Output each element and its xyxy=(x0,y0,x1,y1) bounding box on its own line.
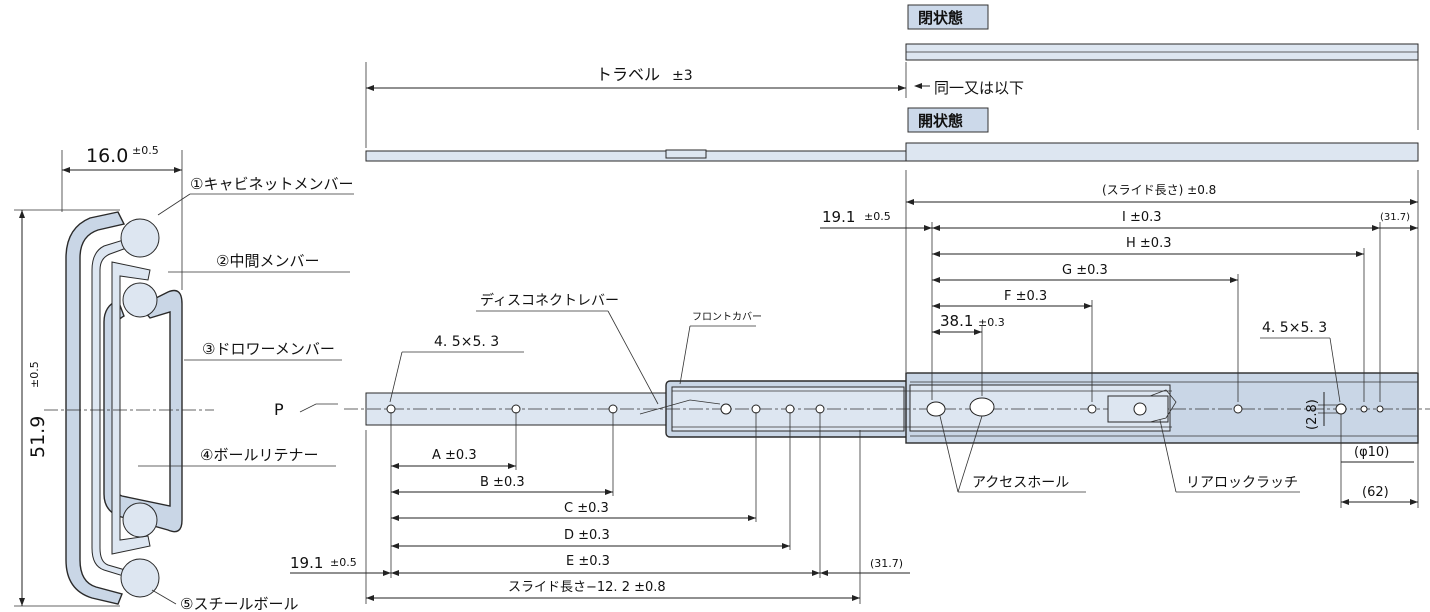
dim-dia: (φ10) xyxy=(1354,445,1389,460)
section-width-tol: ±0.5 xyxy=(132,144,159,157)
steel-ball xyxy=(122,502,158,538)
mount-hole xyxy=(1087,404,1097,414)
steel-ball xyxy=(120,558,160,598)
steel-ball xyxy=(122,282,158,318)
mount-hole xyxy=(785,404,795,414)
mount-hole xyxy=(815,404,825,414)
slot-right-callout: 4. 5×5. 3 xyxy=(1262,320,1327,336)
slot-left-callout: 4. 5×5. 3 xyxy=(434,334,499,350)
dim-a: A ±0.3 xyxy=(432,448,477,463)
dim-f: F ±0.3 xyxy=(1004,289,1047,304)
dim-i: I ±0.3 xyxy=(1122,210,1162,225)
open-state-label: 開状態 xyxy=(918,112,963,130)
dim-d: D ±0.3 xyxy=(564,528,610,543)
mount-hole xyxy=(1376,405,1384,413)
closed-state-box xyxy=(907,4,989,30)
open-slide-extension xyxy=(365,150,911,162)
mount-hole xyxy=(1335,403,1347,415)
side-view: P xyxy=(274,372,1430,444)
dim-first-tol: ±0.3 xyxy=(978,316,1005,329)
dim-slide-length: (スライド長さ) ±0.8 xyxy=(1102,183,1216,197)
callout-drawer-member: ③ドロワーメンバー xyxy=(202,340,335,358)
access-hole-callout: アクセスホール xyxy=(972,475,1069,491)
dim-right-offset-tol: ±0.5 xyxy=(864,210,891,223)
dims-right: (スライド長さ) ±0.8 19.1 ±0.5 I ±0.3 (31.7) H … xyxy=(820,170,1419,508)
section-height: 51.9 xyxy=(27,416,49,458)
rear-lock-latch-callout: リアロックラッチ xyxy=(1186,475,1298,491)
mount-hole xyxy=(1360,405,1368,413)
mount-hole xyxy=(720,403,732,415)
top-views: 閉状態 同一又は以下 開状態 トラベル ±3 xyxy=(365,4,1419,162)
dim-c: C ±0.3 xyxy=(564,501,609,516)
dim-left-offset: 19.1 xyxy=(290,554,323,572)
cabinet-member xyxy=(65,211,126,605)
mount-hole xyxy=(608,404,618,414)
dim-left-offset-tol: ±0.5 xyxy=(330,556,357,569)
closed-state-label: 閉状態 xyxy=(918,9,963,27)
dim-dist: (62) xyxy=(1362,485,1389,500)
mount-hole xyxy=(386,404,396,414)
access-hole xyxy=(969,397,995,417)
dim-left-rear: (31.7) xyxy=(870,557,903,570)
part-callouts: ①キャビネットメンバー ②中間メンバー ③ドロワーメンバー ④ボールリテナー ⑤… xyxy=(138,175,354,612)
section-width: 16.0 xyxy=(86,145,128,167)
open-slide-joint xyxy=(665,149,707,159)
disconnect-lever-callout: ディスコネクトレバー xyxy=(480,292,619,309)
open-slide-body xyxy=(905,142,1419,162)
p-label: P xyxy=(274,400,284,419)
dim-b: B ±0.3 xyxy=(480,475,525,490)
front-cover-callout: フロントカバー xyxy=(692,311,762,323)
dim-right-rear: (31.7) xyxy=(1380,212,1410,223)
dim-slot-height: (2.8) xyxy=(1305,399,1320,430)
steel-ball xyxy=(120,218,160,258)
mount-hole xyxy=(751,404,761,414)
travel-tol: ±3 xyxy=(672,68,693,84)
section-height-tol: ±0.5 xyxy=(28,361,41,388)
callout-steel-ball: ⑤スチールボール xyxy=(180,595,298,612)
callout-cabinet-member: ①キャビネットメンバー xyxy=(190,175,353,193)
dim-left-length: スライド長さ−12. 2 ±0.8 xyxy=(508,580,666,595)
same-or-less-note: 同一又は以下 xyxy=(934,79,1024,97)
dim-right-offset: 19.1 xyxy=(822,208,855,226)
callout-ball-retainer: ④ボールリテナー xyxy=(200,446,318,464)
mount-hole xyxy=(511,404,521,414)
ball-retainer xyxy=(111,261,151,555)
latch-pin xyxy=(1133,402,1147,416)
dim-h: H ±0.3 xyxy=(1126,236,1171,251)
dim-e: E ±0.3 xyxy=(566,554,610,569)
dim-first: 38.1 xyxy=(940,312,973,330)
access-hole xyxy=(926,401,946,417)
open-state-box xyxy=(907,107,989,133)
dims-left: A ±0.3 B ±0.3 C ±0.3 D ±0.3 E ±0.3 19.1 … xyxy=(290,412,910,604)
mount-hole xyxy=(1233,404,1243,414)
cross-section-view: 16.0 ±0.5 51.9 ±0.5 ①キャビネットメンバー ②中間メンバー … xyxy=(14,144,354,612)
dim-g: G ±0.3 xyxy=(1062,263,1108,278)
callout-intermediate-member: ②中間メンバー xyxy=(216,252,319,270)
travel-label: トラベル xyxy=(596,65,660,84)
side-callouts: ディスコネクトレバー フロントカバー 4. 5×5. 3 4. 5×5. 3 ア… xyxy=(389,292,1341,493)
